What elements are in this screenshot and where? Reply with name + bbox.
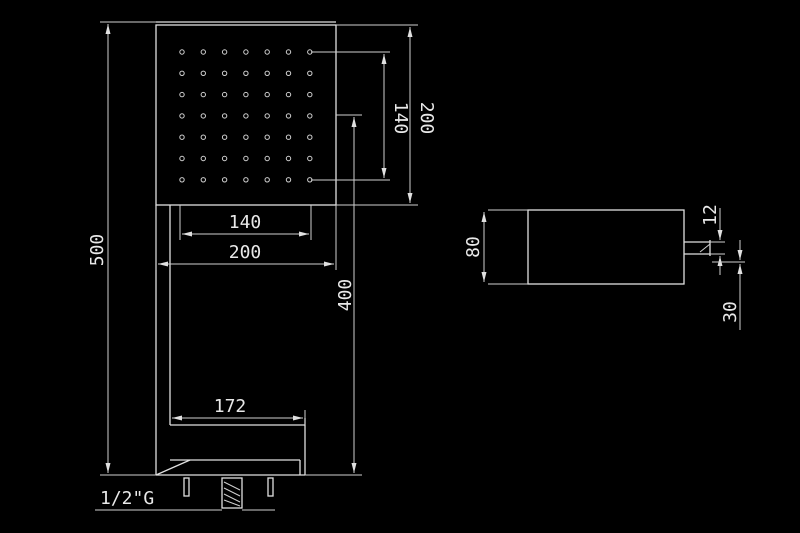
- dim-arm-to-head: 400: [335, 279, 356, 312]
- nozzle-hole: [221, 49, 228, 55]
- dim-total-height: 500: [87, 234, 108, 267]
- nozzle-hole: [179, 91, 185, 98]
- nozzle-hole: [264, 49, 270, 55]
- nozzle-hole: [264, 155, 270, 162]
- nozzle-hole: [200, 113, 207, 119]
- nozzle-hole: [264, 134, 270, 140]
- nozzle-hole: [285, 177, 292, 183]
- nozzle-hole: [285, 113, 292, 119]
- nozzle-hole: [221, 155, 228, 162]
- nozzle-grid: [179, 49, 313, 183]
- nozzle-hole: [179, 177, 185, 183]
- dim-side-offset: 30: [720, 301, 741, 323]
- nozzle-hole: [221, 134, 228, 140]
- nozzle-hole: [200, 155, 207, 162]
- nozzle-hole: [243, 91, 249, 98]
- nozzle-hole: [179, 49, 185, 55]
- dim-head-height-right: 200: [416, 102, 437, 135]
- nozzle-hole: [200, 49, 207, 55]
- nozzle-hole: [307, 113, 313, 119]
- nozzle-hole: [243, 113, 249, 119]
- nozzle-hole: [243, 177, 249, 183]
- nozzle-hole: [307, 91, 313, 98]
- nozzle-hole: [243, 134, 249, 140]
- thread-label: 1/2"G: [100, 488, 154, 509]
- nozzle-hole: [307, 70, 313, 77]
- nozzle-hole: [285, 91, 292, 98]
- nozzle-hole: [221, 70, 228, 77]
- nozzle-hole: [285, 155, 292, 162]
- nozzle-hole: [179, 70, 185, 77]
- side-view: 80 12 30: [463, 204, 745, 330]
- front-view: 500 140 200 140 200 400 172 1/2"G: [87, 21, 437, 511]
- nozzle-hole: [200, 70, 207, 77]
- nozzle-hole: [243, 49, 249, 55]
- nozzle-hole: [179, 155, 185, 162]
- dim-hole-span: 140: [229, 212, 262, 233]
- nozzle-hole: [264, 70, 270, 77]
- nozzle-hole: [221, 91, 228, 98]
- nozzle-hole: [264, 177, 270, 183]
- nozzle-hole: [179, 113, 185, 119]
- dim-head-width: 200: [229, 242, 262, 263]
- dim-hole-span-right: 140: [390, 102, 411, 135]
- nozzle-hole: [243, 70, 249, 77]
- dim-side-height: 80: [463, 236, 484, 258]
- side-head-body: [527, 209, 685, 285]
- nozzle-hole: [200, 177, 207, 183]
- nozzle-hole: [264, 91, 270, 98]
- dim-side-inlet: 12: [700, 204, 721, 226]
- dim-arm-length: 172: [214, 396, 247, 417]
- nozzle-hole: [221, 177, 228, 183]
- nozzle-hole: [285, 49, 292, 55]
- nozzle-hole: [307, 134, 313, 140]
- nozzle-hole: [200, 134, 207, 140]
- nozzle-hole: [285, 134, 292, 140]
- nozzle-hole: [179, 134, 185, 140]
- nozzle-hole: [285, 70, 292, 77]
- nozzle-hole: [264, 113, 270, 119]
- nozzle-hole: [307, 155, 313, 162]
- nozzle-hole: [221, 113, 228, 119]
- nozzle-hole: [200, 91, 207, 98]
- nozzle-hole: [243, 155, 249, 162]
